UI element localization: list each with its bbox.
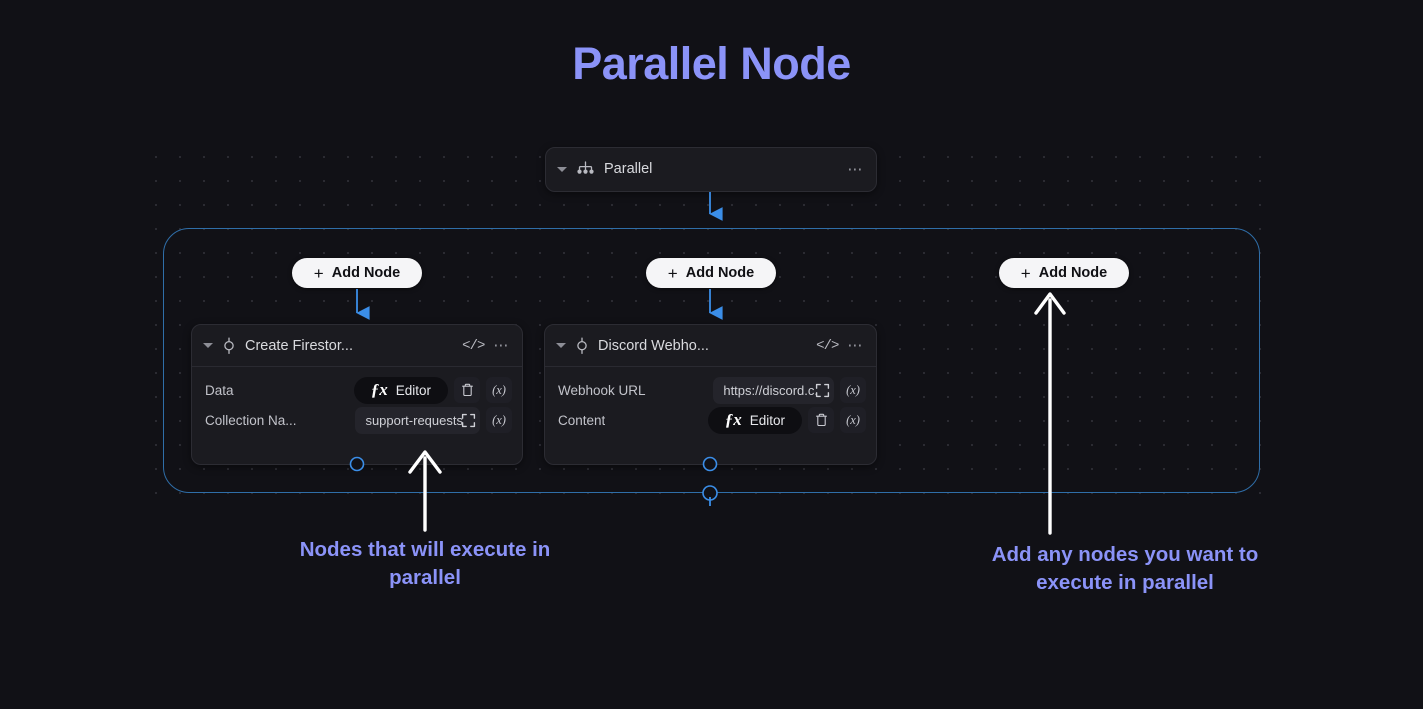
input-value: https://discord.c. [723, 382, 818, 398]
expression-x-button[interactable]: (x) [486, 407, 512, 433]
trash-icon[interactable] [808, 407, 834, 433]
parallel-node-header: Parallel ⋯ [546, 148, 876, 190]
node-point-icon [575, 337, 589, 355]
parallel-node-title: Parallel [604, 161, 653, 177]
field-label: Collection Na... [205, 412, 297, 428]
field-label: Webhook URL [558, 382, 646, 398]
annotation-text-right: Add any nodes you want to execute in par… [991, 543, 1259, 595]
chevron-down-icon[interactable] [556, 343, 566, 348]
fx-icon: ƒx [370, 380, 388, 399]
editor-pill-button[interactable]: ƒx Editor [707, 406, 802, 434]
field-label: Data [205, 382, 234, 398]
add-node-button-2[interactable]: + Add Node [646, 258, 776, 288]
add-node-button-3[interactable]: + Add Node [999, 258, 1129, 288]
field-controls: ƒx Editor (x) [707, 406, 866, 434]
add-node-button-1[interactable]: + Add Node [292, 258, 422, 288]
more-options-icon[interactable]: ⋯ [847, 337, 864, 354]
more-options-icon[interactable]: ⋯ [493, 337, 510, 354]
expand-icon[interactable] [815, 383, 830, 398]
field-controls: ƒx Editor (x) [353, 376, 512, 404]
field-row-webhook-url: Webhook URL https://discord.c. (x) [558, 375, 866, 405]
x-glyph: (x) [846, 382, 860, 397]
x-glyph: (x) [846, 412, 860, 427]
node-card-discord-webhook[interactable]: Discord Webho... </> ⋯ Webhook URL https… [544, 324, 877, 465]
chevron-down-icon[interactable] [557, 166, 567, 172]
chevron-down-icon[interactable] [203, 343, 213, 348]
add-node-label: Add Node [1038, 265, 1108, 281]
add-node-label: Add Node [685, 265, 755, 281]
annotation-text-left: Nodes that will execute in parallel [299, 538, 551, 590]
field-row-collection-name: Collection Na... support-requests (x) [205, 405, 512, 435]
trash-icon[interactable] [454, 377, 480, 403]
node-card-create-firestore[interactable]: Create Firestor... </> ⋯ Data ƒx Editor [191, 324, 523, 465]
expression-x-button[interactable]: (x) [840, 377, 866, 403]
field-row-content: Content ƒx Editor (x) [558, 405, 866, 435]
node-body: Data ƒx Editor (x) [192, 367, 522, 447]
plus-icon: + [667, 263, 678, 283]
plus-icon: + [1020, 263, 1031, 283]
editor-label: Editor [395, 382, 431, 398]
node-title: Discord Webho... [598, 337, 709, 354]
node-point-icon [222, 337, 236, 355]
add-node-label: Add Node [331, 265, 401, 281]
parallel-branch-icon [576, 160, 595, 178]
node-header: Create Firestor... </> ⋯ [192, 325, 522, 367]
node-body: Webhook URL https://discord.c. (x) [545, 367, 876, 447]
collection-name-input[interactable]: support-requests [355, 406, 480, 434]
fx-icon: ƒx [724, 410, 742, 429]
plus-icon: + [313, 263, 324, 283]
page-title: Parallel Node [572, 38, 851, 89]
editor-pill-button[interactable]: ƒx Editor [353, 376, 448, 404]
code-brackets-icon[interactable]: </> [816, 337, 839, 354]
node-header: Discord Webho... </> ⋯ [545, 325, 876, 367]
x-glyph: (x) [492, 412, 506, 427]
field-row-data: Data ƒx Editor (x) [205, 375, 512, 405]
x-glyph: (x) [492, 382, 506, 397]
field-controls: support-requests (x) [355, 406, 512, 434]
expression-x-button[interactable]: (x) [486, 377, 512, 403]
parallel-node-card[interactable]: Parallel ⋯ [545, 147, 877, 192]
more-options-icon[interactable]: ⋯ [847, 160, 864, 178]
expression-x-button[interactable]: (x) [840, 407, 866, 433]
webhook-url-input[interactable]: https://discord.c. [713, 376, 834, 404]
field-label: Content [558, 412, 606, 428]
input-value: support-requests [365, 412, 463, 428]
code-brackets-icon[interactable]: </> [462, 337, 485, 354]
editor-label: Editor [749, 412, 785, 428]
field-controls: https://discord.c. (x) [713, 376, 866, 404]
expand-icon[interactable] [461, 413, 476, 428]
node-title: Create Firestor... [245, 337, 353, 354]
